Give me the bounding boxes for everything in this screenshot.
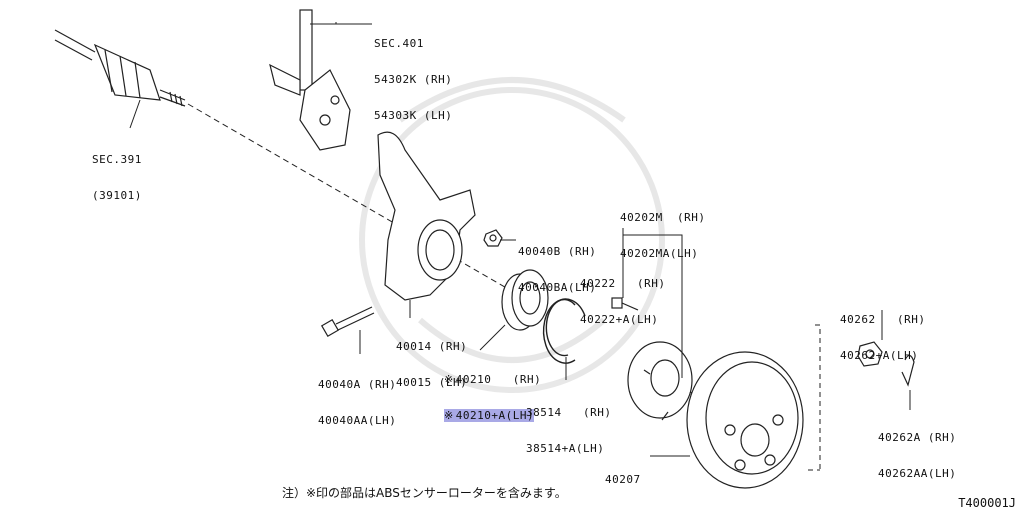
strut-assembly (269, 9, 351, 151)
label-40210[interactable]: ※40210 (RH) ※40210+A(LH) (444, 350, 541, 434)
wheel-bearing (501, 269, 549, 331)
label-sec391[interactable]: SEC.391 (39101) (92, 130, 142, 214)
label-sec391-line1: SEC.391 (92, 153, 142, 166)
label-40040a[interactable]: 40040A (RH) 40040AA(LH) (318, 355, 396, 439)
label-sec391-line2: (39101) (92, 189, 142, 202)
shaft-centerline (187, 103, 511, 291)
label-40222-line1: 40222 (RH) (580, 277, 666, 290)
label-40014-line2: 40015 (LH) (396, 376, 468, 389)
label-40040b-line2: 40040BA(LH) (518, 281, 597, 294)
label-40262a[interactable]: 40262A (RH) 40262AA(LH) (878, 408, 956, 492)
hub-bolt-40222 (611, 297, 639, 311)
label-sec401[interactable]: SEC.401 54302K (RH) 54303K (LH) (374, 14, 452, 134)
label-40202m-line2: 40202MA(LH) (620, 247, 699, 260)
label-40262-line2: 40262+A(LH) (840, 349, 919, 362)
label-40207[interactable]: 40207 (605, 450, 641, 498)
label-38514-line2: 38514+A(LH) (526, 442, 605, 455)
label-40222[interactable]: 40222 (RH) 40222+A(LH) (580, 254, 665, 338)
footnote: 注）※印の部品はABSセンサーローターを含みます。 (282, 486, 567, 500)
wheel-hub (627, 341, 699, 421)
label-38514[interactable]: 38514 (RH) 38514+A(LH) (526, 383, 611, 467)
disc-rotor (686, 351, 804, 489)
label-38514-line1: 38514 (RH) (526, 406, 612, 419)
nut-40040b (483, 229, 503, 247)
drive-shaft (54, 29, 186, 107)
steering-knuckle (377, 131, 476, 301)
label-40202m-line1: 40202M (RH) (620, 211, 706, 224)
abs-mark: ※ (444, 373, 454, 386)
bolt-40040a (320, 306, 375, 338)
label-40014-line1: 40014 (RH) (396, 340, 468, 353)
dashed-bracket (808, 324, 821, 471)
label-40040b[interactable]: 40040B (RH) 40040BA(LH) (518, 222, 596, 306)
label-40210-line1: 40210 (RH) (455, 373, 542, 386)
label-40014[interactable]: 40014 (RH) 40015 (LH) (396, 317, 467, 401)
label-40202m[interactable]: 40202M (RH) 40202MA(LH) (620, 188, 705, 272)
snap-ring (542, 298, 586, 364)
label-40040b-line1: 40040B (RH) (518, 245, 597, 258)
label-sec401-line3: 54303K (LH) (374, 109, 453, 122)
watermark-emblem (359, 77, 665, 393)
label-40040a-line2: 40040AA(LH) (318, 414, 397, 427)
label-sec401-line2: 54302K (RH) (374, 73, 453, 86)
label-40262-line1: 40262 (RH) (840, 313, 926, 326)
abs-mark: ※ (444, 409, 454, 422)
label-40207-line1: 40207 (605, 473, 641, 486)
label-40262a-line2: 40262AA(LH) (878, 467, 957, 480)
label-40040a-line1: 40040A (RH) (318, 378, 397, 391)
label-40262a-line1: 40262A (RH) (878, 431, 957, 444)
label-sec401-line1: SEC.401 (374, 37, 424, 50)
label-40262[interactable]: 40262 (RH) 40262+A(LH) (840, 290, 925, 374)
label-40210-line2: 40210+A(LH) (455, 409, 535, 422)
label-40222-line2: 40222+A(LH) (580, 313, 659, 326)
cotter-pin (901, 354, 915, 387)
diagram-code: T400001J (958, 496, 1016, 510)
nut-40262 (857, 341, 883, 367)
leader-lines (129, 22, 911, 457)
